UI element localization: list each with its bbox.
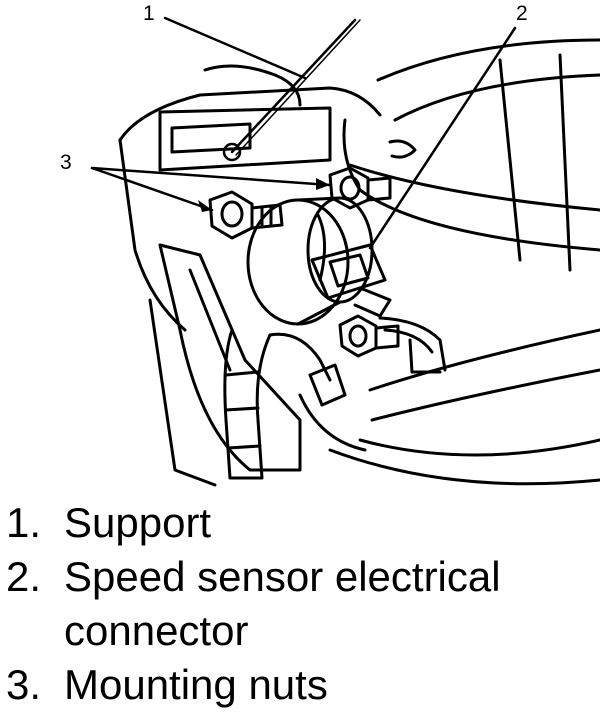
callout-label-1: 1 — [143, 2, 155, 25]
leader-arrowheads — [198, 178, 330, 212]
leader-lines — [90, 16, 517, 250]
speed-sensor-body — [246, 196, 374, 326]
leader-line-1 — [163, 16, 307, 80]
mounting-nut-left — [208, 190, 284, 240]
leader-line-3a — [90, 166, 214, 212]
legend-item-support: 1. Support — [6, 496, 596, 550]
legend-item-mounting-nuts: 3. Mounting nuts — [6, 658, 596, 712]
legend-text: Mounting nuts — [64, 661, 328, 708]
legend-list: 1. Support 2. Speed sensor electrical co… — [6, 496, 596, 712]
lower-hoses — [298, 328, 600, 486]
legend-number: 3. — [6, 661, 42, 708]
legend-number: 1. — [6, 499, 42, 546]
legend-number: 2. — [6, 553, 42, 600]
electrical-connector — [310, 243, 447, 374]
legend-text: Speed sensor electrical connector — [64, 553, 501, 654]
callout-label-3: 3 — [60, 151, 72, 174]
leader-line-2 — [368, 26, 517, 250]
callout-label-2: 2 — [516, 2, 528, 25]
speed-sensor-illustration — [90, 16, 600, 487]
mounting-nut-right — [328, 166, 392, 210]
housing-frame — [118, 38, 600, 332]
wiring-harness — [223, 328, 332, 480]
leader-line-support — [230, 18, 357, 154]
mounting-nut-lower — [338, 314, 400, 358]
legend-text: Support — [64, 499, 212, 546]
support-bracket — [148, 243, 302, 487]
leader-line-3b — [90, 166, 332, 187]
legend-item-speed-sensor-connector: 2. Speed sensor electrical connector — [6, 550, 596, 658]
